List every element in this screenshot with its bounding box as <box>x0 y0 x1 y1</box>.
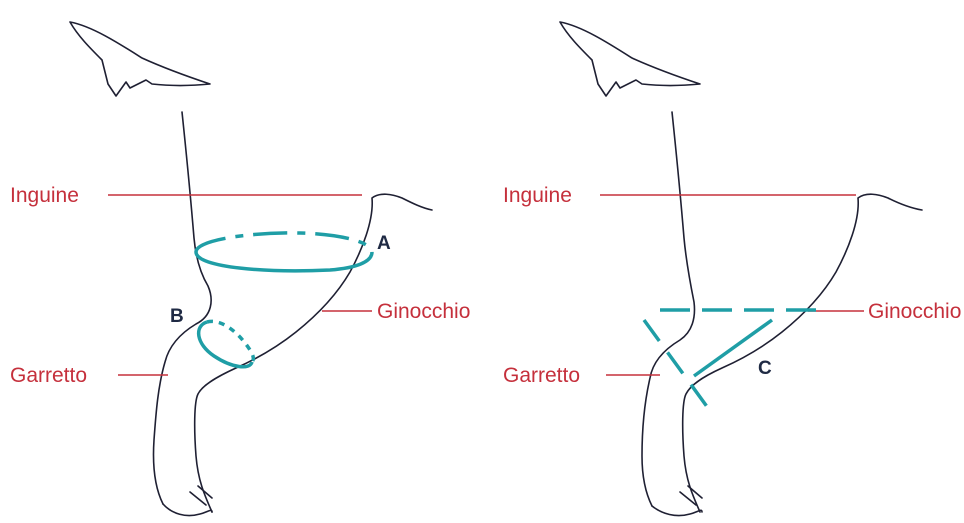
right-leg-back-contour <box>683 194 922 512</box>
left-leg-back-contour <box>195 194 432 512</box>
left-paw-outline <box>163 486 212 516</box>
measurement-c-lines <box>644 310 828 408</box>
hock-loop-front-arc <box>199 322 252 367</box>
hock-angle-dashed-line <box>644 320 708 408</box>
right-tail-outline <box>560 22 700 96</box>
thigh-loop-back-arc <box>196 233 372 252</box>
marker-b: B <box>170 306 184 327</box>
left-hock-label: Garretto <box>10 364 87 387</box>
left-groin-label: Inguine <box>10 184 79 207</box>
marker-c: C <box>758 358 772 379</box>
right-hock-label: Garretto <box>503 364 580 387</box>
left-knee-label: Ginocchio <box>377 300 470 323</box>
right-panel: Inguine Ginocchio Garretto C <box>503 22 961 516</box>
right-leg-outline <box>560 22 922 516</box>
marker-a: A <box>377 233 391 254</box>
right-knee-label: Ginocchio <box>868 300 961 323</box>
right-groin-label: Inguine <box>503 184 572 207</box>
left-panel: Inguine Ginocchio Garretto A B <box>10 22 470 516</box>
measurement-b-hock-loop <box>199 321 254 366</box>
measurement-a-thigh-loop <box>196 233 372 271</box>
thigh-loop-front-arc <box>196 252 372 271</box>
left-tail-outline <box>70 22 210 96</box>
